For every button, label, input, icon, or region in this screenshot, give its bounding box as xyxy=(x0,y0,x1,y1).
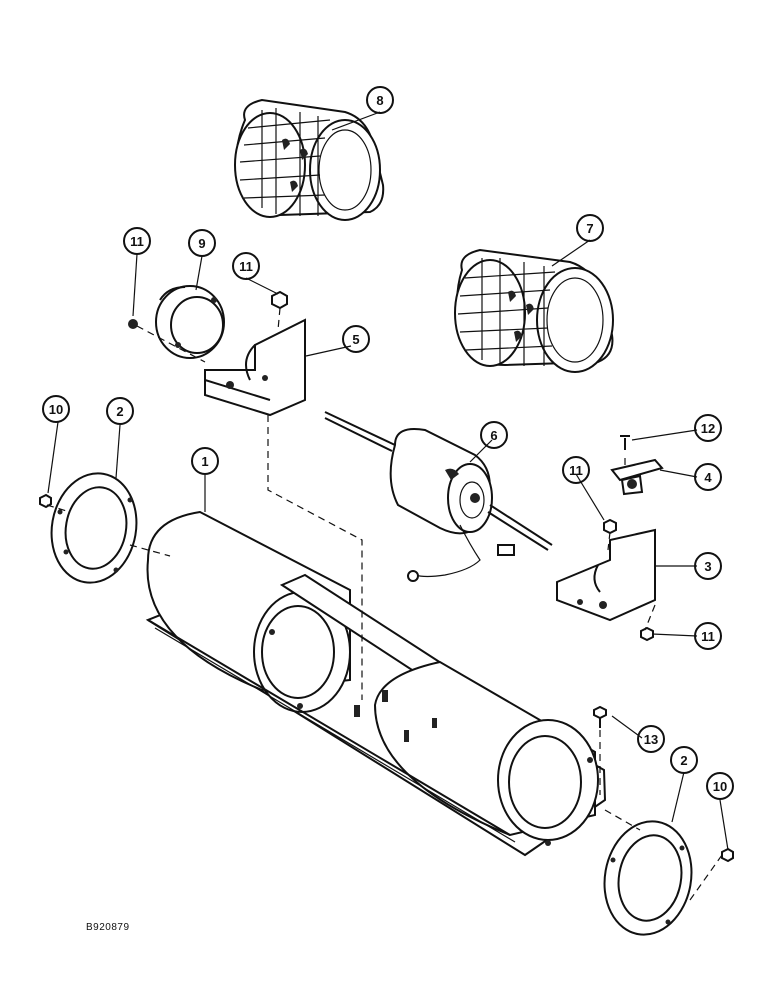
screw-12 xyxy=(620,435,630,450)
callout-11-d: 11 xyxy=(694,622,722,650)
svg-text:5: 5 xyxy=(352,332,359,347)
svg-text:2: 2 xyxy=(116,404,123,419)
callout-11-a: 11 xyxy=(123,227,151,255)
blower-motor-6 xyxy=(324,411,553,582)
callout-1: 1 xyxy=(191,447,219,475)
callout-4: 4 xyxy=(694,463,722,491)
callout-12: 12 xyxy=(694,414,722,442)
nut-11-top xyxy=(271,290,288,310)
svg-text:11: 11 xyxy=(569,463,583,478)
nut-11-bracket3 xyxy=(603,518,617,535)
svg-text:3: 3 xyxy=(704,559,711,574)
callouts: 8 7 11 9 11 5 6 12 4 11 3 11 10 2 1 13 2… xyxy=(42,86,734,800)
callout-11-b: 11 xyxy=(232,252,260,280)
svg-text:11: 11 xyxy=(701,629,715,644)
nut-11-lower xyxy=(640,626,654,642)
blower-wheel-7 xyxy=(454,248,614,373)
motor-bracket-5 xyxy=(204,318,306,417)
callout-11-c: 11 xyxy=(562,456,590,484)
motor-ring-9 xyxy=(155,285,225,359)
svg-text:6: 6 xyxy=(490,428,497,443)
clip-4 xyxy=(610,458,664,496)
callout-5: 5 xyxy=(342,325,370,353)
callout-2-b: 2 xyxy=(670,746,698,774)
assembly-lines xyxy=(46,307,723,901)
drawing-code: B920879 xyxy=(86,922,130,933)
svg-text:11: 11 xyxy=(130,234,144,249)
svg-text:10: 10 xyxy=(713,779,727,794)
svg-text:8: 8 xyxy=(376,93,383,108)
svg-text:1: 1 xyxy=(201,454,208,469)
svg-text:11: 11 xyxy=(239,259,253,274)
motor-bracket-3 xyxy=(556,528,656,622)
callout-13: 13 xyxy=(637,725,665,753)
callout-10-b: 10 xyxy=(706,772,734,800)
svg-text:4: 4 xyxy=(704,470,712,485)
mounting-ring-2-left xyxy=(50,472,138,584)
svg-text:9: 9 xyxy=(198,236,205,251)
callout-7: 7 xyxy=(576,214,604,242)
blower-housing-1 xyxy=(145,510,607,857)
callout-10-a: 10 xyxy=(42,395,70,423)
mounting-ring-2-right xyxy=(603,820,693,936)
svg-text:7: 7 xyxy=(586,221,593,236)
svg-text:12: 12 xyxy=(701,421,715,436)
svg-text:2: 2 xyxy=(680,753,687,768)
svg-text:13: 13 xyxy=(644,732,658,747)
callout-9: 9 xyxy=(188,229,216,257)
nut-11-left xyxy=(128,319,138,329)
svg-text:10: 10 xyxy=(49,402,63,417)
callout-6: 6 xyxy=(480,421,508,449)
screw-13 xyxy=(593,705,607,728)
blower-wheel-8 xyxy=(234,98,385,221)
screw-10-left xyxy=(39,493,52,509)
callout-8: 8 xyxy=(366,86,394,114)
callout-2-a: 2 xyxy=(106,397,134,425)
screw-10-right xyxy=(721,847,734,863)
callout-3: 3 xyxy=(694,552,722,580)
